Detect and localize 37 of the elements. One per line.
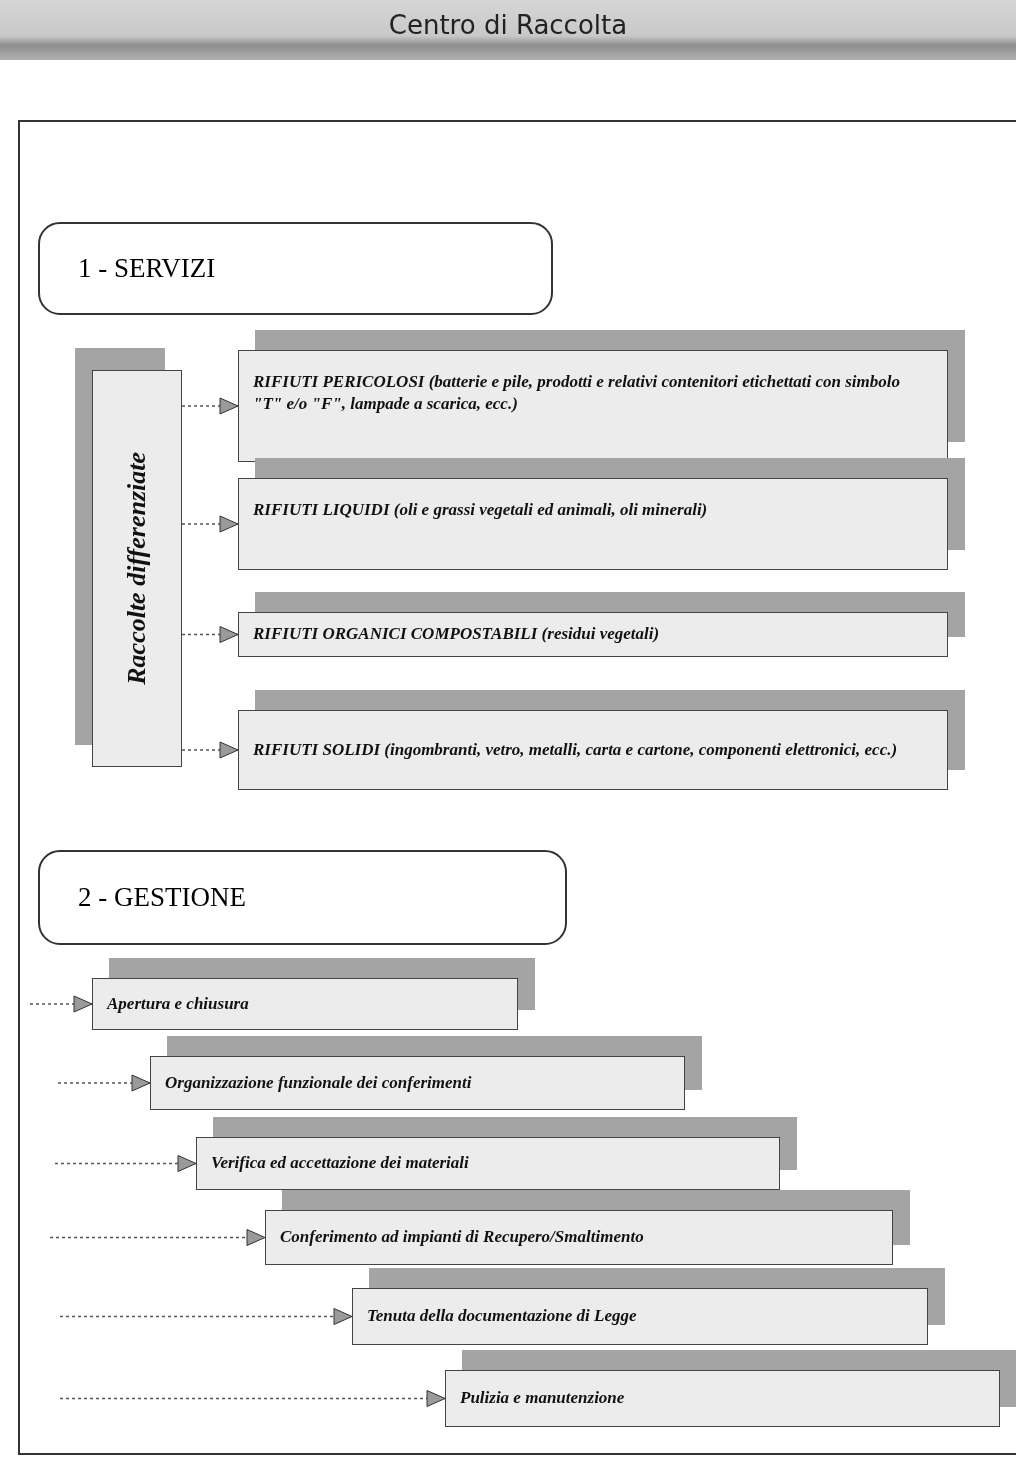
arrow (54, 1155, 197, 1172)
box-text: Organizzazione funzionale dei conferimenti (165, 1071, 472, 1094)
arrow (181, 515, 239, 533)
arrow (49, 1229, 266, 1246)
section-heading: 2 - GESTIONE (78, 882, 246, 913)
category-box (238, 330, 965, 462)
category-box (238, 458, 965, 570)
title-banner: Centro di Raccolta (0, 0, 1016, 60)
vertical-label: Raccolte differenziate (122, 452, 152, 685)
category-box (445, 1350, 1016, 1427)
arrow (181, 741, 239, 759)
section-heading-box (38, 222, 553, 315)
category-box (150, 1036, 702, 1110)
arrow (181, 626, 239, 643)
box-text: Tenuta della documentazione di Legge (367, 1305, 637, 1328)
category-box (352, 1268, 945, 1345)
arrow (57, 1074, 151, 1092)
box-text: Conferimento ad impianti di Recupero/Smaltimento (280, 1226, 644, 1249)
category-box (238, 592, 965, 657)
arrow (59, 1308, 353, 1325)
category-box (196, 1117, 797, 1190)
section-heading-box (38, 850, 567, 945)
section-heading: 1 - SERVIZI (78, 253, 216, 284)
box-text: Apertura e chiusura (107, 992, 249, 1015)
category-box (265, 1190, 910, 1265)
box-text: RIFIUTI LIQUIDI (oli e grassi vegetali ed animali, oli minerali) (253, 499, 708, 521)
box-text: RIFIUTI ORGANICI COMPOSTABILI (residui vegetali) (253, 623, 660, 646)
arrow (181, 397, 239, 415)
arrow (29, 995, 93, 1013)
vertical-label-box (75, 348, 182, 767)
arrow (59, 1390, 446, 1407)
box-text: RIFIUTI PERICOLOSI (batterie e pile, prodotti e relativi contenitori etichettati con simbolo "T" e/o "F", lampade a scarica, ecc.) (253, 371, 901, 416)
box-text: Verifica ed accettazione dei materiali (211, 1152, 469, 1175)
box-text: Pulizia e manutenzione (460, 1387, 625, 1410)
box-text: RIFIUTI SOLIDI (ingombranti, vetro, metalli, carta e cartone, componenti elettronici, ecc.) (253, 738, 898, 761)
category-box (92, 958, 535, 1030)
category-box (238, 690, 965, 790)
